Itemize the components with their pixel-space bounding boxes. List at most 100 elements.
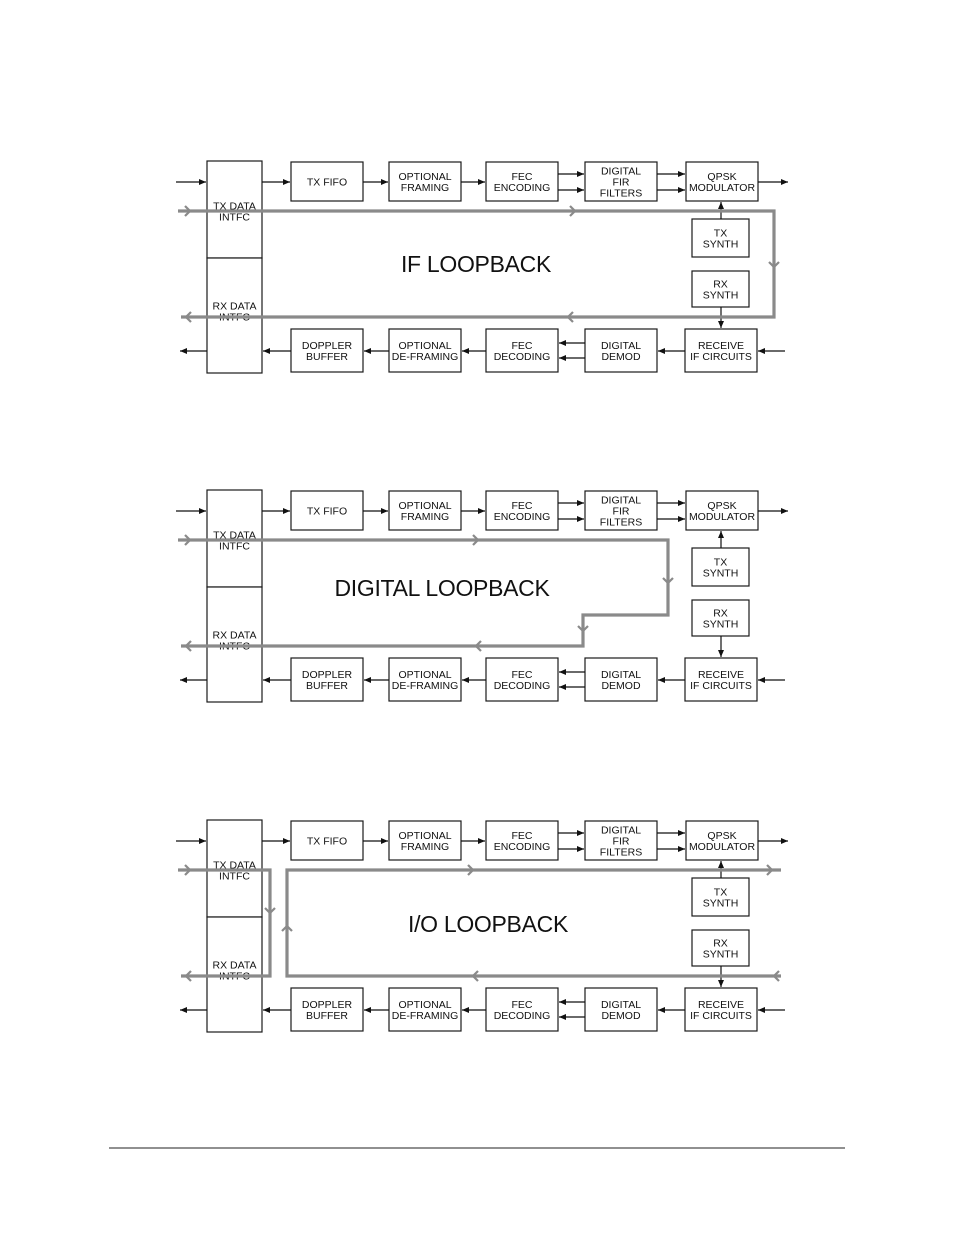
qpsk-modulator-label: QPSK [707, 830, 736, 842]
fec-encoding-block [485, 820, 559, 861]
qpsk-modulator-label: QPSK [707, 500, 736, 512]
tx-data-intfc-label: INTFC [219, 541, 250, 553]
rx-synth-block [691, 929, 750, 967]
qpsk-modulator-label: MODULATOR [689, 182, 756, 194]
digital-demod-label: DIGITAL [601, 669, 641, 681]
receive-if-circuits-label: RECEIVE [698, 669, 744, 681]
loopback-direction-chevron [577, 625, 589, 633]
rx-synth-label: SYNTH [703, 949, 739, 961]
loopback-direction-chevron [474, 640, 482, 652]
loopback-direction-chevron [184, 311, 192, 323]
loopback-direction-chevron [184, 640, 192, 652]
tx-synth-block [691, 218, 750, 258]
loopback-direction-chevron [471, 970, 479, 982]
digital-fir-filters-block [584, 161, 658, 202]
loopback-path [285, 868, 781, 978]
optional-deframing-label: DE-FRAMING [392, 351, 459, 363]
receive-if-circuits-label: IF CIRCUITS [690, 1010, 752, 1022]
tx-fifo-label: TX FIFO [307, 506, 347, 518]
loopback-path [178, 209, 776, 319]
loopback-direction-chevron [281, 924, 293, 932]
optional-framing-label: OPTIONAL [398, 830, 451, 842]
digital-demod-label: DIGITAL [601, 999, 641, 1011]
rx-synth-label: RX [713, 608, 728, 620]
rx-synth-label: SYNTH [703, 290, 739, 302]
tx-fifo-label: TX FIFO [307, 836, 347, 848]
digital-demod-label: DEMOD [601, 1010, 641, 1022]
tx-fifo-label: TX FIFO [307, 177, 347, 189]
loopback-direction-chevron [472, 534, 480, 546]
optional-framing-label: FRAMING [401, 841, 449, 853]
loopback-direction-chevron [184, 205, 192, 217]
loopback-path [178, 538, 670, 648]
loopback-direction-chevron [184, 864, 192, 876]
qpsk-modulator-label: QPSK [707, 171, 736, 183]
fec-decoding-block [485, 987, 559, 1032]
digital-fir-filters-label: DIGITAL [601, 495, 641, 507]
doppler-buffer-label: BUFFER [306, 351, 348, 363]
receive-if-circuits-block [684, 657, 758, 702]
fec-decoding-label: FEC [512, 669, 533, 681]
fec-decoding-label: DECODING [494, 351, 551, 363]
tx-synth-label: TX [714, 228, 727, 240]
optional-deframing-label: DE-FRAMING [392, 680, 459, 692]
rx-data-intfc-label: RX DATA [213, 960, 257, 972]
qpsk-modulator-block [685, 820, 759, 861]
diagram-2-title: DIGITAL LOOPBACK [334, 575, 550, 601]
optional-deframing-label: OPTIONAL [398, 999, 451, 1011]
tx-synth-label: SYNTH [703, 898, 739, 910]
optional-framing-label: FRAMING [401, 182, 449, 194]
fec-encoding-block [485, 161, 559, 202]
fec-encoding-label: FEC [512, 830, 533, 842]
optional-deframing-label: DE-FRAMING [392, 1010, 459, 1022]
diagram-1-title: IF LOOPBACK [401, 251, 552, 277]
receive-if-circuits-label: RECEIVE [698, 340, 744, 352]
digital-fir-filters-label: FIR [613, 836, 630, 848]
fec-encoding-label: ENCODING [494, 511, 551, 523]
rx-data-intfc-label: RX DATA [213, 301, 257, 313]
loopback-direction-chevron [766, 864, 774, 876]
loopback-path [178, 868, 272, 978]
fec-encoding-label: FEC [512, 500, 533, 512]
fec-encoding-label: FEC [512, 171, 533, 183]
doppler-buffer-label: BUFFER [306, 1010, 348, 1022]
tx-fifo-block [290, 820, 364, 861]
digital-demod-label: DEMOD [601, 351, 641, 363]
receive-if-circuits-block [684, 328, 758, 373]
rx-synth-block [691, 270, 750, 308]
optional-framing-label: OPTIONAL [398, 500, 451, 512]
loopback-direction-chevron [768, 261, 780, 269]
digital-demod-label: DEMOD [601, 680, 641, 692]
fec-decoding-label: DECODING [494, 1010, 551, 1022]
rx-synth-label: SYNTH [703, 619, 739, 631]
loopback-direction-chevron [569, 205, 577, 217]
receive-if-circuits-label: IF CIRCUITS [690, 351, 752, 363]
qpsk-modulator-block [685, 161, 759, 202]
optional-deframing-label: OPTIONAL [398, 340, 451, 352]
rx-synth-label: RX [713, 938, 728, 950]
digital-demod-block [584, 987, 658, 1032]
digital-fir-filters-block [584, 820, 658, 861]
optional-framing-label: OPTIONAL [398, 171, 451, 183]
optional-framing-block [388, 490, 462, 531]
digital-fir-filters-label: DIGITAL [601, 166, 641, 178]
fec-decoding-block [485, 657, 559, 702]
digital-fir-filters-block [584, 490, 658, 531]
doppler-buffer-block [290, 657, 364, 702]
rx-synth-label: RX [713, 279, 728, 291]
tx-fifo-block [290, 490, 364, 531]
diagram-3-title: I/O LOOPBACK [408, 911, 569, 937]
optional-framing-label: FRAMING [401, 511, 449, 523]
tx-fifo-block [290, 161, 364, 202]
doppler-buffer-label: BUFFER [306, 680, 348, 692]
tx-data-intfc-label: INTFC [219, 871, 250, 883]
fec-encoding-block [485, 490, 559, 531]
optional-deframing-block [388, 987, 462, 1032]
loopback-direction-chevron [184, 534, 192, 546]
doppler-buffer-label: DOPPLER [302, 999, 353, 1011]
tx-synth-label: SYNTH [703, 239, 739, 251]
digital-fir-filters-label: DIGITAL [601, 825, 641, 837]
digital-fir-filters-label: FILTERS [600, 188, 642, 200]
